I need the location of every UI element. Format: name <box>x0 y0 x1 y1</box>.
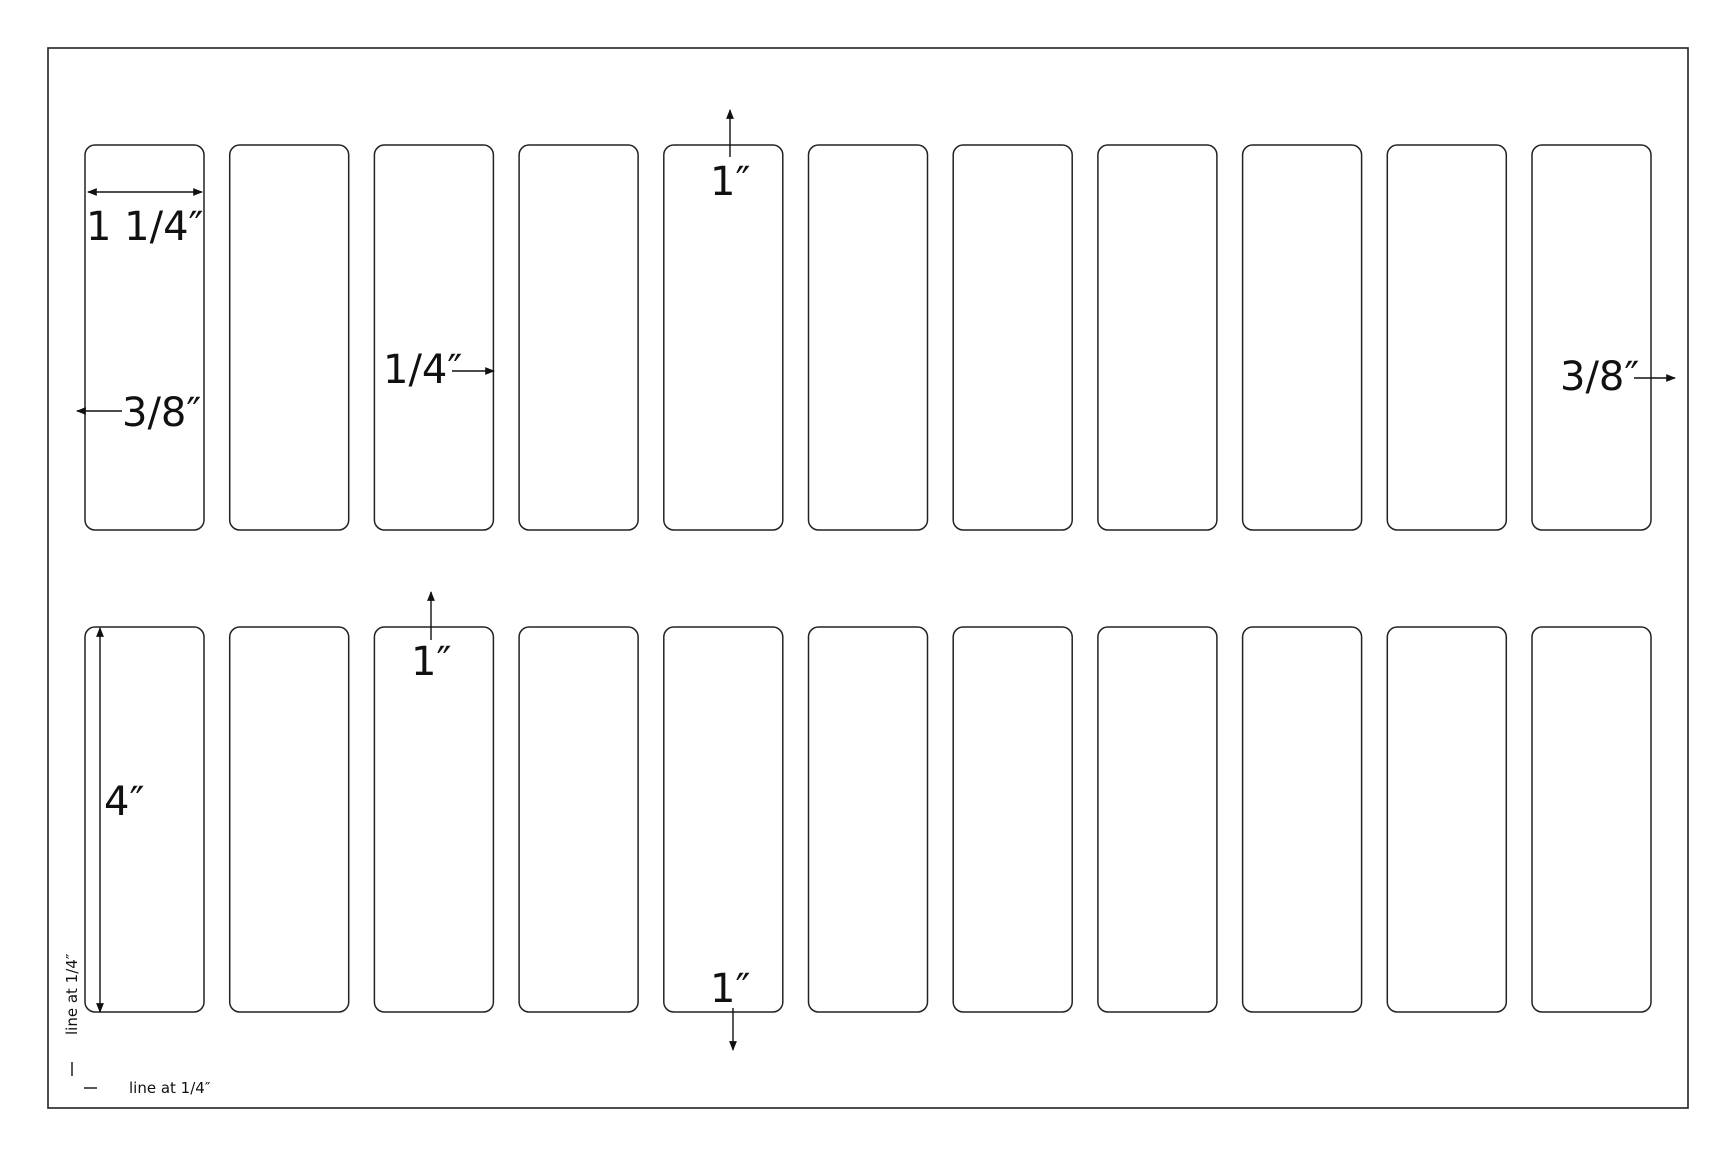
label-r1-c2 <box>228 144 350 531</box>
label-height-text: 4″ <box>104 779 144 825</box>
horizontal-guide-note: line at 1/4″ <box>129 1079 211 1097</box>
label-r1-c9 <box>1241 144 1363 531</box>
bottom-margin-text: 1″ <box>710 966 750 1012</box>
top-margin-dimension: 1″ <box>710 109 750 205</box>
label-r1-c7 <box>952 144 1073 531</box>
label-r2-c5 <box>663 626 784 1013</box>
column-gap-dimension: 1/4″ <box>383 347 495 393</box>
label-r2-c7 <box>952 626 1073 1013</box>
label-r2-c4 <box>518 626 639 1013</box>
left-margin-text: 3/8″ <box>122 390 201 436</box>
right-margin-dimension: 3/8″ <box>1560 354 1676 400</box>
label-width-dimension: 1 1/4″ <box>86 188 203 250</box>
label-r2-c3 <box>373 626 495 1013</box>
label-r2-c11 <box>1531 626 1652 1013</box>
label-r2-c8 <box>1097 626 1218 1013</box>
left-margin-dimension: 3/8″ <box>76 390 201 436</box>
row-gap-dimension: 1″ <box>411 591 451 685</box>
label-r2-c6 <box>807 626 929 1013</box>
label-r2-c1 <box>84 626 205 1013</box>
label-grid <box>84 144 1652 1013</box>
label-r1-c11 <box>1531 144 1652 531</box>
label-r2-c10 <box>1386 626 1508 1013</box>
label-r1-c3 <box>373 144 495 531</box>
label-r1-c10 <box>1386 144 1508 531</box>
label-r2-c2 <box>228 626 350 1013</box>
right-margin-text: 3/8″ <box>1560 354 1639 400</box>
label-r1-c4 <box>518 144 639 531</box>
label-r1-c1 <box>84 144 205 531</box>
top-margin-text: 1″ <box>710 159 750 205</box>
column-gap-text: 1/4″ <box>383 347 462 393</box>
label-r1-c6 <box>807 144 929 531</box>
label-r1-c5 <box>663 144 784 531</box>
label-width-text: 1 1/4″ <box>86 204 203 250</box>
sheet-border <box>47 47 1689 1109</box>
row-gap-text: 1″ <box>411 639 451 685</box>
label-r1-c8 <box>1097 144 1218 531</box>
label-height-dimension: 4″ <box>96 627 144 1013</box>
vertical-guide-note: line at 1/4″ <box>63 953 81 1035</box>
label-r2-c9 <box>1241 626 1363 1013</box>
bottom-margin-dimension: 1″ <box>710 966 750 1051</box>
